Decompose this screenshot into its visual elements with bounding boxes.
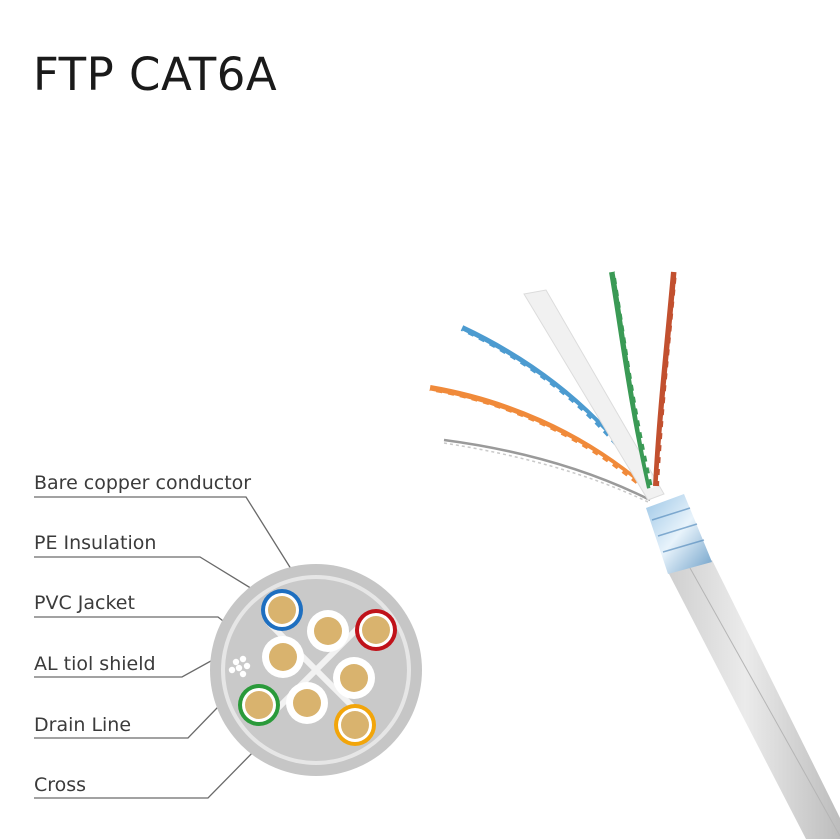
label-bare-copper-conductor: Bare copper conductor (34, 472, 252, 494)
label-drain-line: Drain Line (34, 714, 132, 736)
conductor-white-top (307, 610, 349, 652)
cable-jacket (668, 560, 840, 839)
drain-line (228, 655, 251, 678)
cable-illustration (429, 271, 840, 839)
conductor-green (238, 684, 280, 726)
conductor-orange (334, 704, 376, 746)
cross-tape (523, 289, 665, 501)
label-pvc-jacket: PVC Jacket (34, 592, 135, 614)
conductor-white-left (262, 636, 304, 678)
label-al-foil-shield: AL tiol shield (34, 653, 156, 675)
conductor-blue (261, 589, 303, 631)
conductor-red (355, 609, 397, 651)
conductor-white-right (333, 657, 375, 699)
cable-foil (646, 494, 712, 574)
page-title: FTP CAT6A (33, 48, 278, 101)
leader-line-al-foil (34, 645, 239, 678)
label-cross: Cross (34, 774, 87, 796)
conductor-white-bottom (286, 682, 328, 724)
label-pe-insulation: PE Insulation (34, 532, 157, 554)
cable-cross-section (210, 564, 422, 776)
leader-line-pvc-jacket (34, 616, 233, 629)
drain-wire (443, 438, 651, 502)
